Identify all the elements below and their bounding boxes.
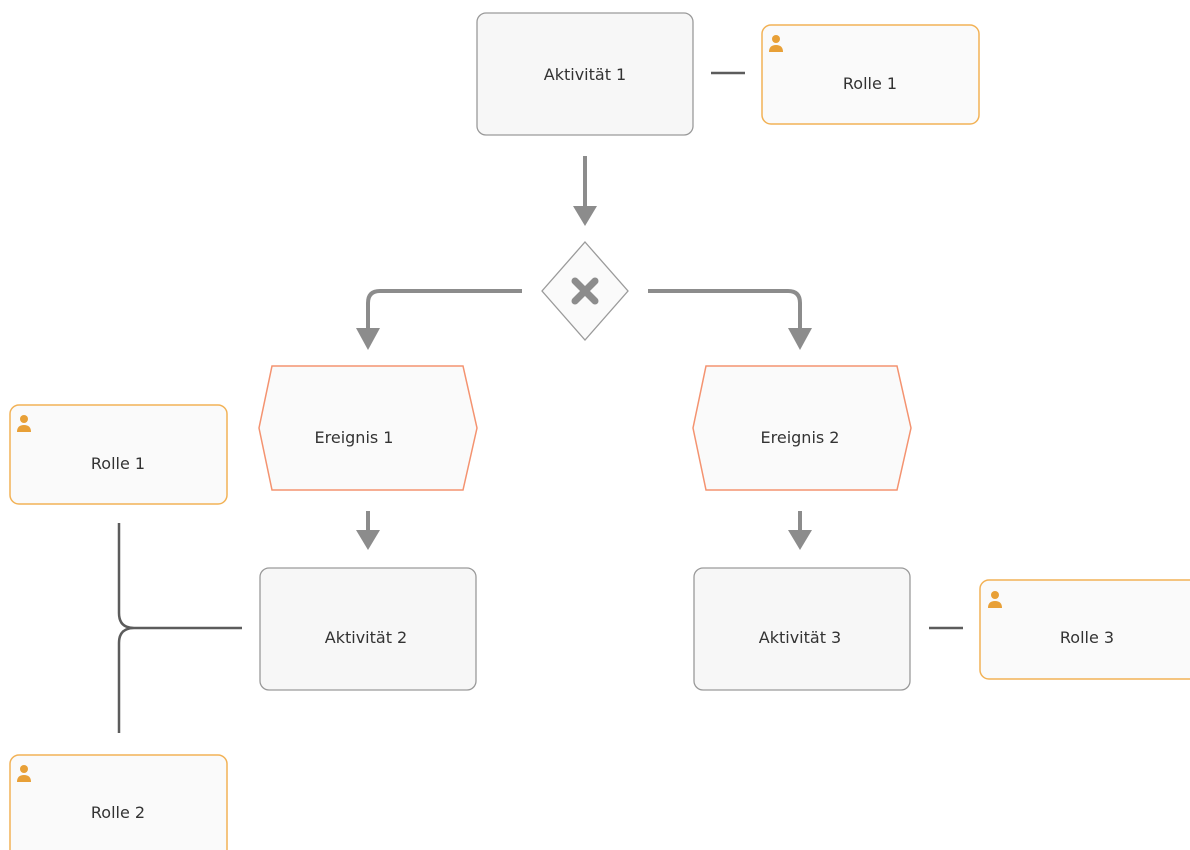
role-1-left[interactable]: Rolle 1	[9, 404, 228, 505]
connector-activity1-to-gateway	[573, 156, 597, 226]
association-activity2-roles	[117, 523, 242, 733]
role-3[interactable]: Rolle 3	[979, 579, 1190, 680]
person-icon	[17, 765, 31, 782]
person-icon	[769, 35, 783, 52]
event-1[interactable]: Ereignis 1	[258, 365, 478, 491]
role-1-top[interactable]: Rolle 1	[761, 24, 980, 125]
activity-1-label: Aktivität 1	[544, 65, 626, 84]
connector-gateway-to-event2	[648, 289, 812, 350]
event-2-label: Ereignis 2	[761, 428, 840, 447]
role-2[interactable]: Rolle 2	[9, 754, 228, 850]
role-2-label: Rolle 2	[91, 803, 145, 822]
activity-1[interactable]: Aktivität 1	[476, 12, 694, 136]
role-1-top-label: Rolle 1	[843, 74, 897, 93]
x-icon	[571, 277, 599, 305]
event-1-label: Ereignis 1	[315, 428, 394, 447]
person-icon	[17, 415, 31, 432]
activity-2-label: Aktivität 2	[325, 628, 407, 647]
role-1-left-label: Rolle 1	[91, 454, 145, 473]
connector-gateway-to-event1	[356, 289, 522, 350]
xor-gateway[interactable]	[541, 241, 629, 341]
activity-2[interactable]: Aktivität 2	[259, 567, 477, 691]
role-3-label: Rolle 3	[1060, 628, 1114, 647]
activity-3-label: Aktivität 3	[759, 628, 841, 647]
person-icon	[988, 591, 1002, 608]
connector-event1-to-activity2	[356, 511, 380, 550]
event-2[interactable]: Ereignis 2	[692, 365, 912, 491]
connector-event2-to-activity3	[788, 511, 812, 550]
activity-3[interactable]: Aktivität 3	[693, 567, 911, 691]
